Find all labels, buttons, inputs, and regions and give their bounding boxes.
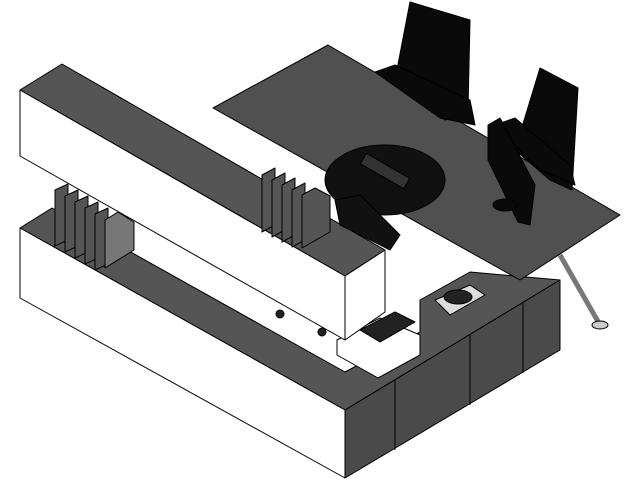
monitor [487,117,536,226]
drawer-tray [359,311,416,343]
lower-cabinet-return-side [344,279,561,479]
phone [434,284,486,316]
binders-left [54,183,135,271]
caster [275,309,285,319]
chair-right [494,67,579,191]
chair-seat-front [334,194,401,251]
lower-cabinet [19,207,561,479]
desk-foot [591,320,609,330]
chair-back [374,1,476,126]
pedestal-drawer [336,317,421,379]
desk-leg [557,253,603,327]
upper-cabinet-end [344,249,386,341]
binders-right [261,167,331,249]
keyboard [359,152,411,190]
caster [317,327,327,337]
